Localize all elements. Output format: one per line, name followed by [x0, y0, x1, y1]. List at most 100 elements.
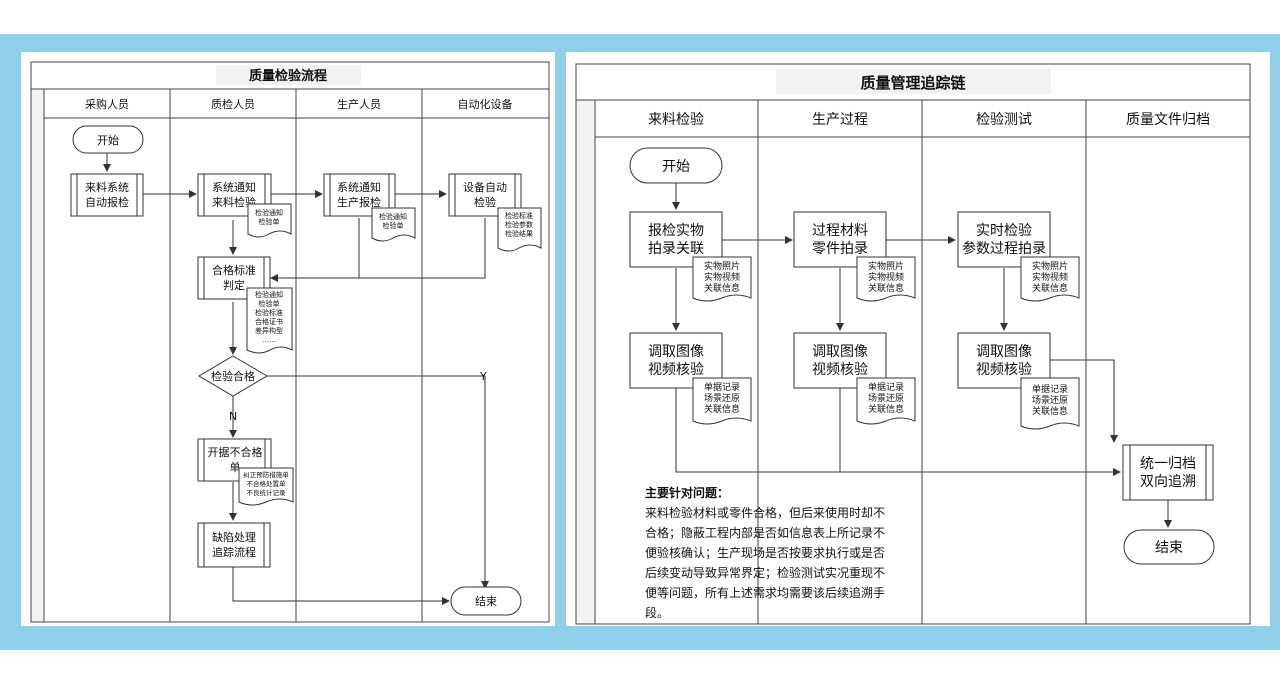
svg-text:实物照片: 实物照片: [704, 260, 740, 272]
svg-text:实物视频: 实物视频: [1032, 271, 1068, 283]
right-end-terminal: 结束: [1123, 529, 1215, 565]
svg-text:调取图像: 调取图像: [812, 344, 868, 360]
svg-text:系统通知: 系统通知: [337, 180, 381, 194]
svg-text:……: ……: [262, 336, 276, 344]
svg-text:合格标准: 合格标准: [212, 263, 256, 277]
svg-text:零件拍录: 零件拍录: [812, 241, 868, 257]
svg-text:视频核验: 视频核验: [812, 362, 868, 378]
svg-text:检验单: 检验单: [259, 217, 280, 226]
svg-text:场景还原: 场景还原: [704, 392, 740, 404]
svg-text:差异构型: 差异构型: [255, 326, 283, 335]
svg-text:追踪流程: 追踪流程: [212, 545, 256, 559]
svg-text:场景还原: 场景还原: [868, 392, 904, 404]
svg-text:关联信息: 关联信息: [868, 403, 904, 415]
yes-label: Y: [479, 370, 487, 383]
svg-text:纠正预防措施单: 纠正预防措施单: [243, 470, 289, 479]
right-lane-header: 检验测试: [976, 112, 1032, 128]
doc-device-results: 检验标准 检验参数 检验结果: [497, 207, 542, 252]
note-line: 便验核确认；生产现场是否按要求执行或是否: [645, 545, 885, 560]
note-line: 后续变动导致异常界定；检验测试实况重现不: [645, 565, 885, 580]
svg-text:检验通知: 检验通知: [255, 208, 283, 217]
note-title: 主要针对问题：: [645, 485, 729, 500]
right-lane-header: 质量文件归档: [1126, 111, 1210, 128]
proc-defect-tracking: 缺陷处理 追踪流程: [197, 522, 271, 568]
svg-text:来料系统: 来料系统: [85, 180, 129, 194]
svg-text:实物视频: 实物视频: [704, 271, 740, 283]
svg-text:场景还原: 场景还原: [1032, 394, 1068, 406]
svg-text:来料检验: 来料检验: [212, 195, 256, 209]
svg-text:检验通知: 检验通知: [255, 290, 283, 299]
svg-text:视频核验: 视频核验: [648, 362, 704, 378]
svg-text:检验: 检验: [474, 195, 496, 209]
proc-retrieve-video-verify-c: 调取图像 视频核验: [957, 332, 1051, 389]
doc-b1: 实物照片 实物视频 关联信息: [856, 256, 916, 302]
svg-text:结束: 结束: [1155, 540, 1183, 556]
svg-text:生产报检: 生产报检: [337, 195, 381, 209]
quality-inspection-flowchart: 质量检验流程 采购人员 质检人员 生产人员 自动化设备 Y N 开始 来料系统 …: [21, 52, 555, 626]
left-title: 质量检验流程: [249, 68, 327, 84]
proc-receive-auto-report: 来料系统 自动报检: [70, 173, 144, 217]
svg-text:关联信息: 关联信息: [1032, 405, 1068, 417]
right-lane-header: 生产过程: [812, 112, 868, 128]
decision-inspection-pass: 检验合格: [198, 355, 268, 397]
svg-text:判定: 判定: [223, 278, 245, 292]
right-start-terminal: 开始: [629, 147, 723, 184]
left-flowchart-svg: 质量检验流程 采购人员 质检人员 生产人员 自动化设备 Y N 开始 来料系统 …: [30, 61, 550, 623]
svg-text:检验参数: 检验参数: [505, 220, 533, 229]
svg-text:不合格处置单: 不合格处置单: [247, 479, 287, 488]
svg-text:检验合格: 检验合格: [211, 369, 255, 383]
svg-text:开始: 开始: [97, 133, 119, 147]
svg-text:实物照片: 实物照片: [868, 260, 904, 272]
note-line: 合格；隐蔽工程内部是否如信息表上所记录不: [645, 525, 885, 540]
right-title: 质量管理追踪链: [860, 74, 966, 92]
proc-unified-archive: 统一归档 双向追溯: [1122, 444, 1214, 501]
svg-text:自动报检: 自动报检: [85, 195, 129, 209]
svg-text:设备自动: 设备自动: [463, 180, 507, 194]
svg-text:缺陷处理: 缺陷处理: [212, 530, 256, 544]
svg-text:实时检验: 实时检验: [976, 223, 1032, 239]
svg-text:调取图像: 调取图像: [976, 344, 1032, 360]
left-start-terminal: 开始: [72, 125, 144, 154]
svg-text:实物照片: 实物照片: [1032, 260, 1068, 272]
left-lane-header: 生产人员: [337, 97, 381, 111]
note-line: 来料检验材料或零件合格，但后来使用时却不: [645, 505, 885, 520]
quality-traceability-chain: 质量管理追踪链 来料检验 生产过程 检验测试 质量文件归档 开始 报检实物 拍录…: [566, 52, 1270, 626]
svg-text:统一归档: 统一归档: [1140, 455, 1196, 472]
svg-text:系统通知: 系统通知: [212, 180, 256, 194]
note-line: 便等问题，所有上述需求均需要该后续追溯手: [645, 585, 885, 600]
doc-c2: 单据记录 场景还原 关联信息: [1020, 377, 1080, 430]
doc-judge-standards: 检验通知 检验单 检验标准 合格证书 差异构型 ……: [246, 287, 293, 354]
left-lane-header: 自动化设备: [458, 97, 513, 111]
doc-a1: 实物照片 实物视频 关联信息: [692, 256, 752, 302]
svg-text:关联信息: 关联信息: [704, 282, 740, 294]
issues-note: 主要针对问题： 来料检验材料或零件合格，但后来使用时却不 合格；隐蔽工程内部是否…: [645, 485, 885, 620]
doc-c1: 实物照片 实物视频 关联信息: [1020, 256, 1080, 302]
proc-process-material-capture: 过程材料 零件拍录: [793, 211, 887, 268]
svg-text:报检实物: 报检实物: [648, 223, 704, 239]
no-label: N: [229, 410, 237, 423]
svg-text:检验通知: 检验通知: [379, 212, 407, 221]
svg-text:单: 单: [230, 461, 241, 474]
doc-unqualified-records: 纠正预防措施单 不合格处置单 不良统计记录: [238, 467, 294, 506]
right-flowchart-svg: 质量管理追踪链 来料检验 生产过程 检验测试 质量文件归档 开始 报检实物 拍录…: [575, 63, 1251, 625]
svg-text:检验结果: 检验结果: [505, 229, 533, 238]
note-line: 段。: [645, 605, 669, 620]
right-lane-header: 来料检验: [648, 112, 704, 128]
svg-text:结束: 结束: [475, 595, 497, 608]
svg-text:开据不合格: 开据不合格: [208, 445, 263, 459]
svg-text:合格证书: 合格证书: [255, 317, 283, 326]
doc-prod-notice: 检验通知 检验单: [371, 207, 416, 242]
svg-text:单据记录: 单据记录: [704, 381, 740, 393]
svg-text:关联信息: 关联信息: [868, 282, 904, 294]
left-lane-header: 质检人员: [211, 97, 255, 111]
svg-text:单据记录: 单据记录: [868, 381, 904, 393]
svg-text:检验单: 检验单: [259, 299, 280, 308]
svg-text:开始: 开始: [662, 159, 690, 175]
svg-text:关联信息: 关联信息: [704, 403, 740, 415]
svg-text:检验单: 检验单: [383, 221, 404, 230]
svg-text:检验标准: 检验标准: [255, 308, 283, 317]
left-end-terminal: 结束: [450, 586, 522, 616]
svg-text:检验标准: 检验标准: [505, 211, 533, 220]
svg-text:拍录关联: 拍录关联: [648, 241, 704, 257]
svg-text:视频核验: 视频核验: [976, 362, 1032, 378]
